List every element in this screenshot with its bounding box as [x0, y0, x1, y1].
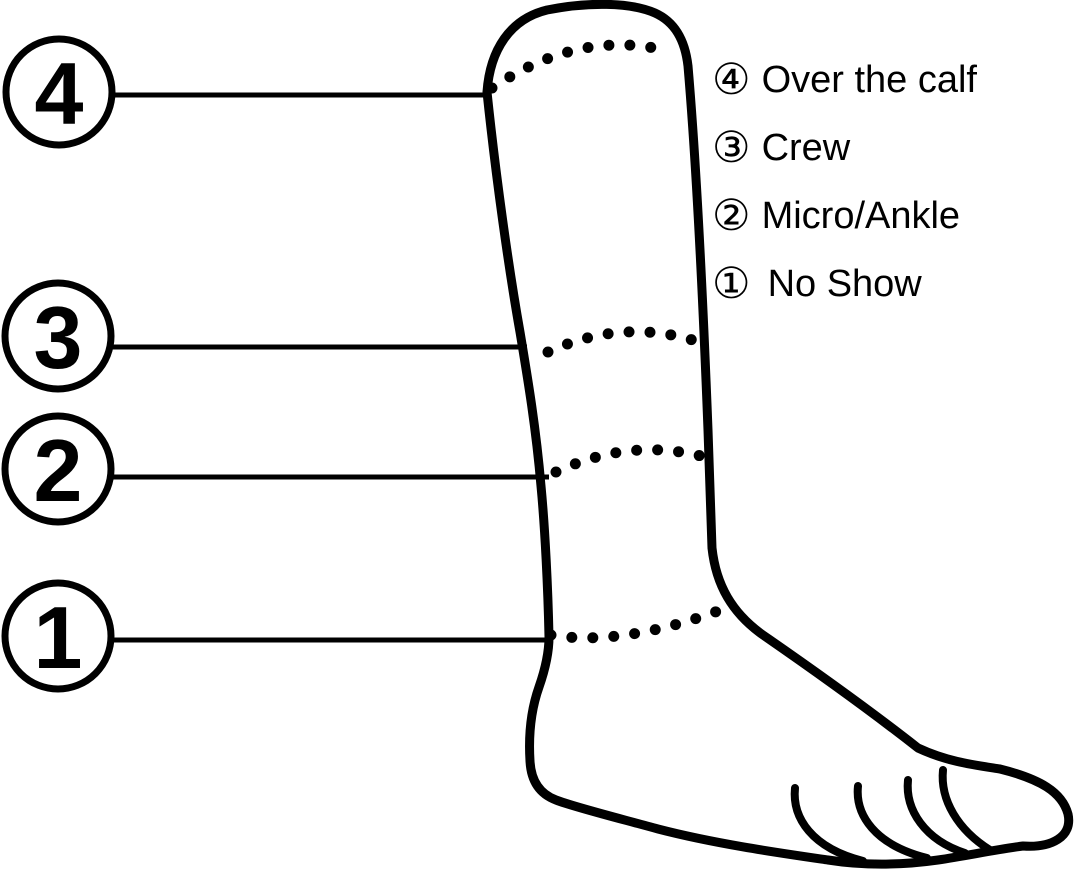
- legend-item-crew: ③ Crew: [712, 126, 850, 170]
- legend-item-micro-ankle: ② Micro/Ankle: [712, 194, 960, 238]
- legend-label: Crew: [761, 127, 851, 169]
- circled-number-2-icon: ②: [712, 190, 751, 241]
- sock-line-crew: [542, 326, 702, 358]
- legend-label: No Show: [767, 263, 922, 305]
- legend-label: Over the calf: [761, 59, 977, 101]
- callout-circle-4: [2, 35, 116, 149]
- callout-circle-1: [1, 579, 115, 693]
- callout-number-4: 4: [35, 44, 84, 143]
- legend-item-no-show: ① No Show: [712, 262, 922, 306]
- toe-crease: [938, 766, 994, 854]
- callout-circle-2: [1, 412, 115, 526]
- toe-crease: [903, 776, 969, 857]
- leg-outline: [482, 0, 1074, 869]
- toe-crease: [790, 784, 867, 865]
- toe-crease: [853, 782, 931, 862]
- callout-circle-3: [1, 279, 115, 393]
- circled-number-1-icon: ①: [712, 258, 751, 309]
- sock-line-micro-ankle: [550, 444, 707, 478]
- circled-number-3-icon: ③: [712, 122, 751, 173]
- sock-line-over-the-calf: [486, 39, 670, 94]
- callout-number-3: 3: [34, 288, 83, 387]
- circled-number-4-icon: ④: [712, 54, 751, 105]
- callout-number-2: 2: [34, 421, 83, 520]
- sock-line-no-show: [545, 600, 737, 644]
- callout-number-1: 1: [34, 588, 83, 687]
- legend-label: Micro/Ankle: [761, 195, 961, 237]
- legend-item-over-the-calf: ④ Over the calf: [712, 58, 977, 102]
